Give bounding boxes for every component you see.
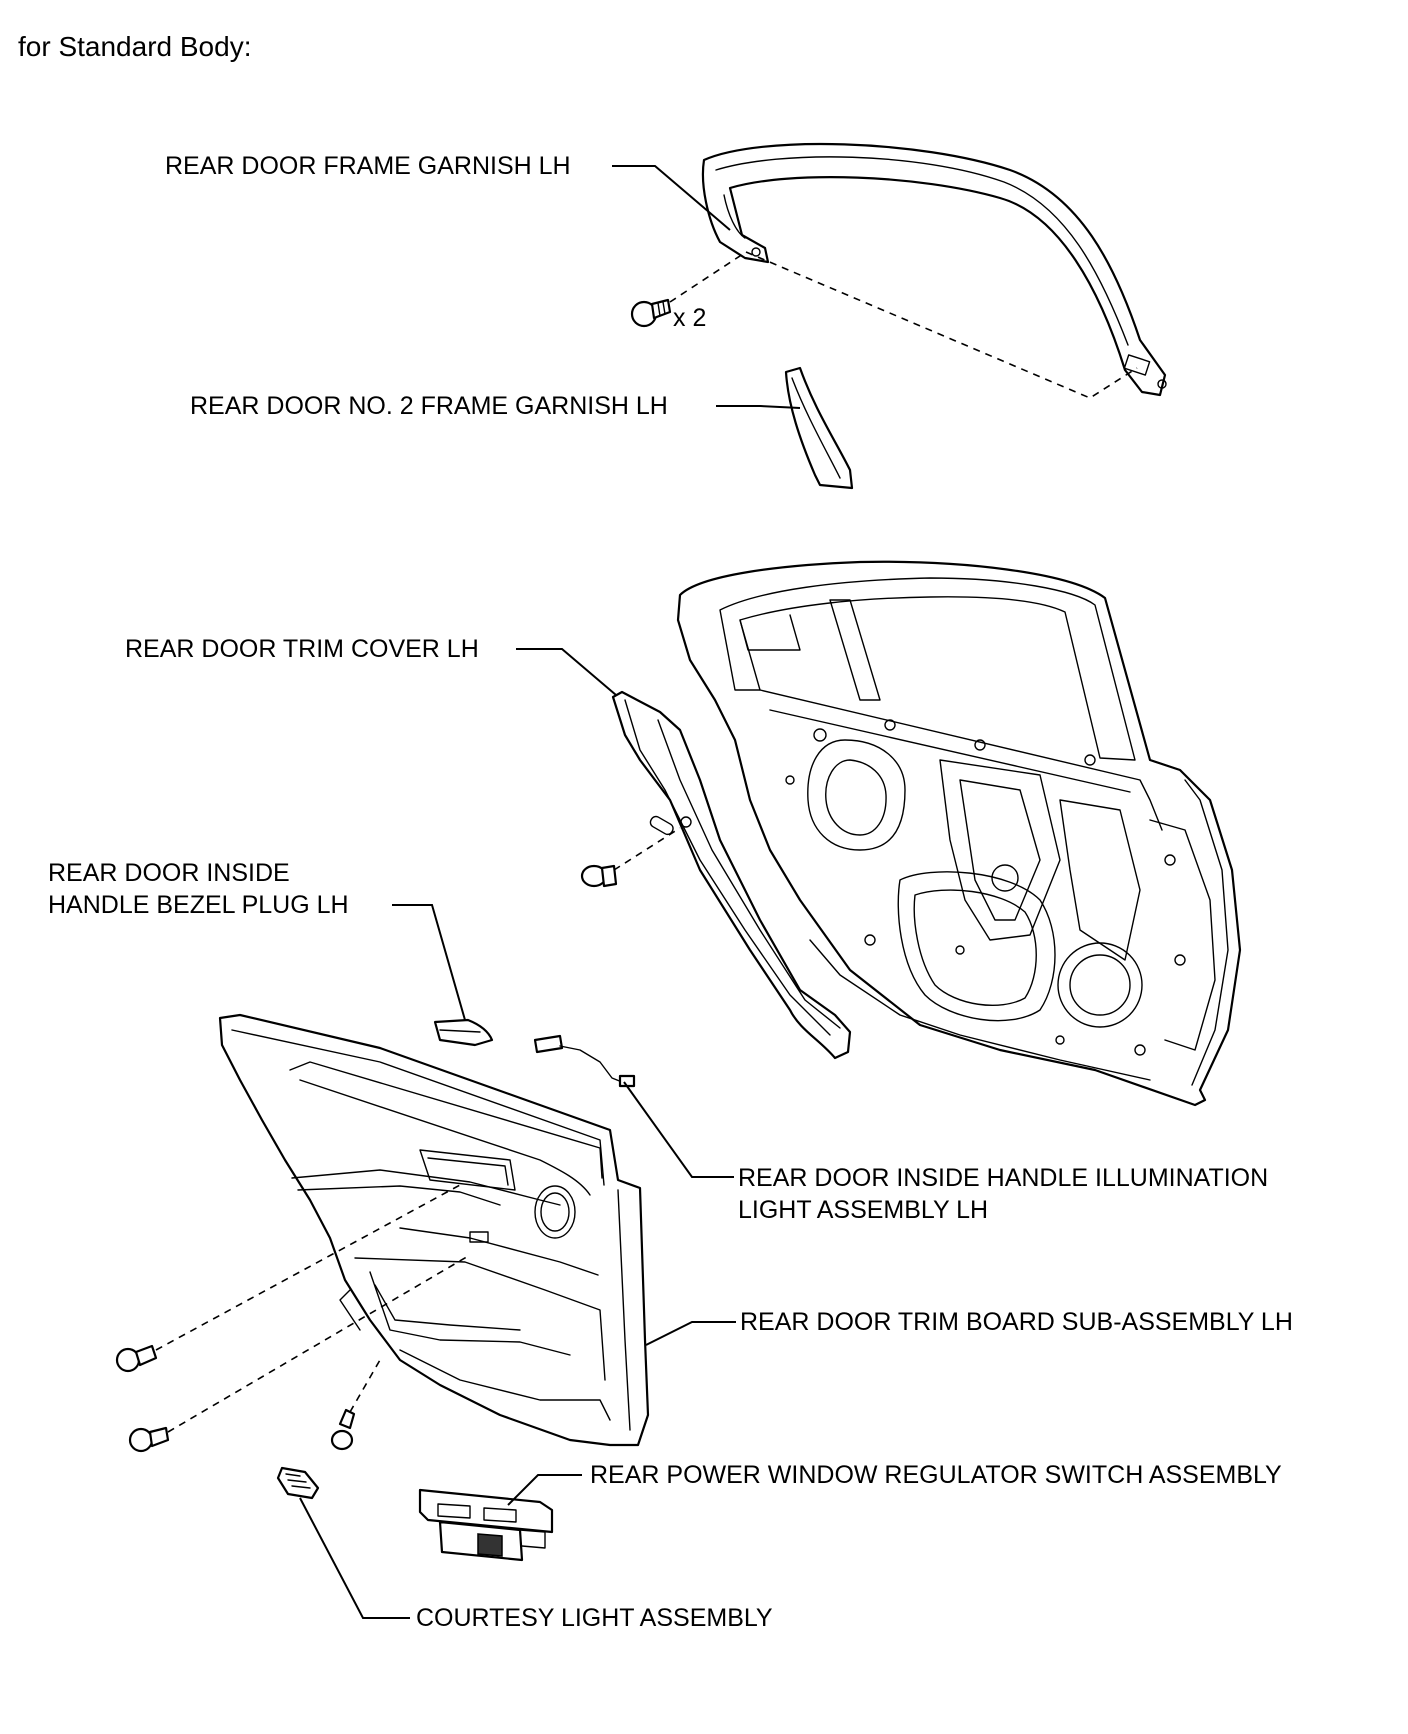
- trim-cover-clip-part: [580, 864, 618, 888]
- screw-lower-dashline: [167, 1254, 471, 1433]
- leader-window-switch: [507, 1474, 582, 1506]
- window-switch-part: [418, 1488, 554, 1562]
- garnish-clip-dashline: [669, 251, 1138, 399]
- screw-upper-dashline: [155, 1184, 461, 1351]
- trim-cover-clip-dashline: [613, 827, 681, 871]
- diagram-heading: for Standard Body:: [18, 31, 252, 62]
- leader-no2-frame-garnish: [716, 405, 801, 409]
- leader-courtesy-light: [299, 1497, 410, 1619]
- trim-cover-part: [611, 690, 852, 1060]
- label-window-switch: REAR POWER WINDOW REGULATOR SWITCH ASSEM…: [590, 1461, 1282, 1489]
- label-clip-quantity: x 2: [673, 304, 707, 332]
- leader-bezel-plug: [392, 904, 466, 1021]
- leader-trim-board: [645, 1321, 736, 1346]
- leader-trim-cover: [516, 648, 617, 696]
- label-frame-garnish: REAR DOOR FRAME GARNISH LH: [165, 152, 571, 180]
- garnish-clip-part: [630, 298, 672, 328]
- clip-lower-dashline: [349, 1359, 381, 1413]
- trim-board-part: [218, 1013, 650, 1447]
- trim-board-screw-lower: [128, 1426, 170, 1453]
- label-illumination-line2: LIGHT ASSEMBLY LH: [738, 1196, 989, 1224]
- no2-frame-garnish-part: [784, 366, 854, 490]
- label-illumination-line1: REAR DOOR INSIDE HANDLE ILLUMINATION: [738, 1164, 1269, 1192]
- leader-illumination: [623, 1081, 734, 1178]
- leader-frame-garnish: [612, 165, 731, 231]
- trim-board-clip-lower: [330, 1408, 356, 1451]
- label-no2-frame-garnish: REAR DOOR NO. 2 FRAME GARNISH LH: [190, 392, 668, 420]
- label-bezel-plug-line1: REAR DOOR INSIDE: [48, 859, 290, 887]
- illumination-light-part: [533, 1034, 636, 1088]
- bezel-plug-part: [433, 1018, 494, 1047]
- label-bezel-plug-line2: HANDLE BEZEL PLUG LH: [48, 891, 349, 919]
- label-trim-board: REAR DOOR TRIM BOARD SUB-ASSEMBLY LH: [740, 1308, 1293, 1336]
- rear-door-panel-part: [676, 560, 1242, 1107]
- frame-garnish-part: [701, 142, 1167, 397]
- label-trim-cover: REAR DOOR TRIM COVER LH: [125, 635, 479, 663]
- label-courtesy-light: COURTESY LIGHT ASSEMBLY: [416, 1604, 773, 1632]
- courtesy-light-part: [276, 1466, 320, 1500]
- trim-board-screw-upper: [115, 1344, 158, 1373]
